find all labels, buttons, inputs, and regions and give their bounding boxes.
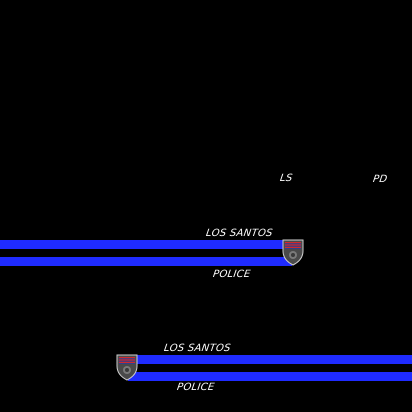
decal-2-upper-stripe (128, 355, 412, 364)
decal-1-lower-stripe (0, 257, 292, 266)
police-shield-icon (282, 238, 304, 266)
decal-2-bottom-text: POLICE (176, 382, 216, 393)
decal-1-upper-stripe (0, 240, 292, 249)
decal-2-lower-stripe (128, 372, 412, 381)
decal-1-top-text: LOS SANTOS (205, 228, 274, 239)
pd-mark: PD (372, 174, 389, 185)
police-shield-icon (116, 353, 138, 381)
decal-1-bottom-text: POLICE (212, 269, 252, 280)
ls-mark: LS (279, 173, 294, 184)
decal-2-top-text: LOS SANTOS (163, 343, 232, 354)
